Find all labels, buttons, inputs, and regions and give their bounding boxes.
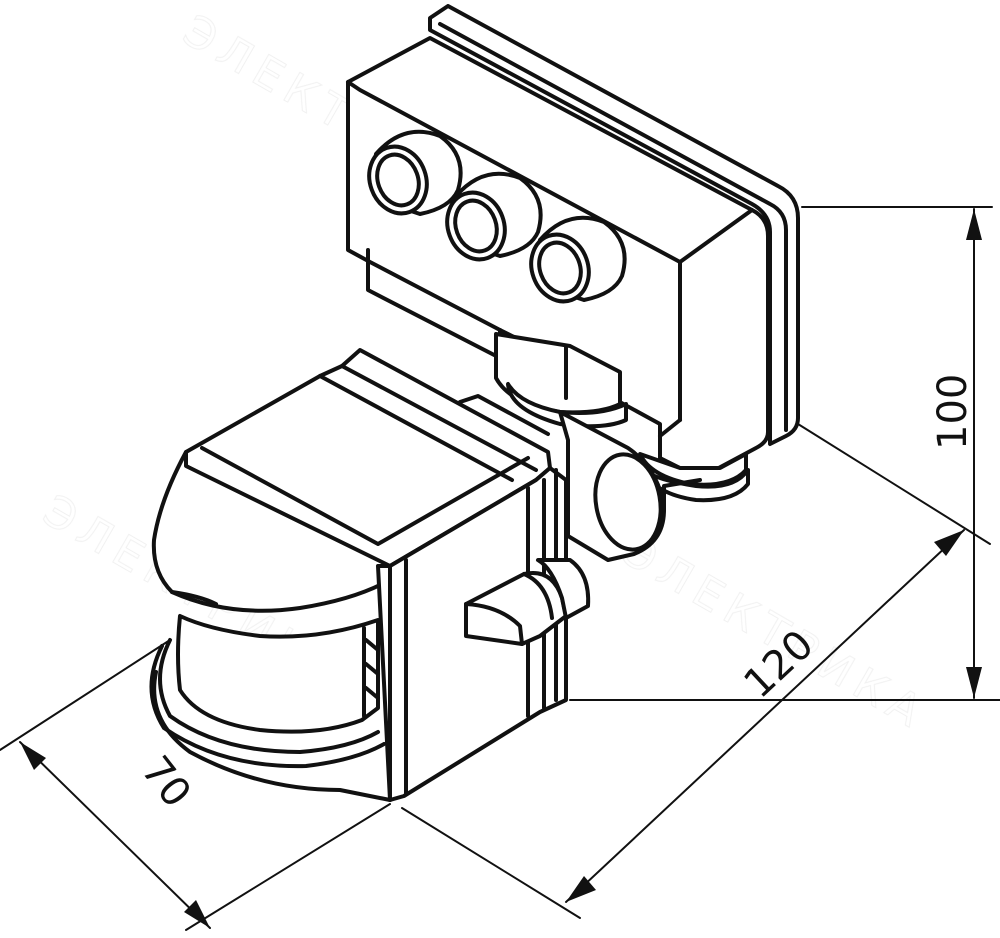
swivel-neck — [494, 332, 750, 503]
dimension-width-label: 70 — [132, 748, 200, 816]
dimension-height-label: 100 — [930, 374, 976, 450]
svg-text:ЭЛЕКТРИКА: ЭЛЕКТРИКА — [615, 525, 937, 740]
fresnel-lens — [149, 614, 392, 802]
adjustment-knob — [464, 558, 591, 646]
sensor-head — [151, 348, 568, 802]
cable-gland-3 — [529, 215, 627, 304]
swivel-joint — [558, 410, 702, 562]
cable-gland-2 — [445, 171, 543, 262]
cable-gland-1 — [367, 129, 463, 216]
dimension-height: 100 — [569, 206, 1000, 701]
